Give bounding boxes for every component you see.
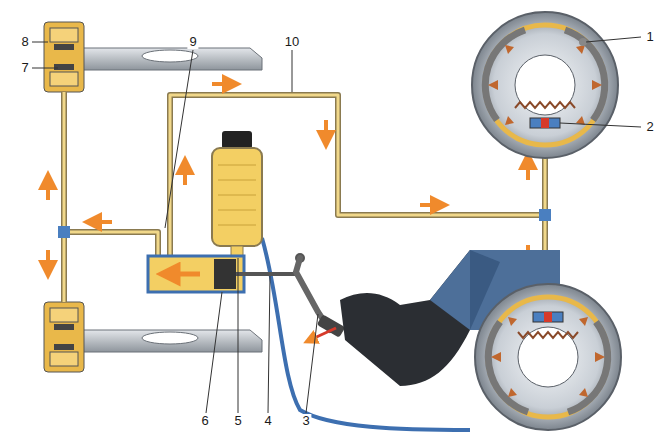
callout-number: 7 [19,61,30,75]
callout-number: 2 [644,120,655,134]
callout-number: 1 [644,30,655,44]
callout-number: 5 [232,414,243,428]
callout-number: 3 [300,414,311,428]
callout-number: 10 [283,35,301,49]
callout-number: 6 [199,414,210,428]
callout-number: 9 [187,35,198,49]
callout-number: 4 [262,414,273,428]
callout-number: 8 [19,35,30,49]
